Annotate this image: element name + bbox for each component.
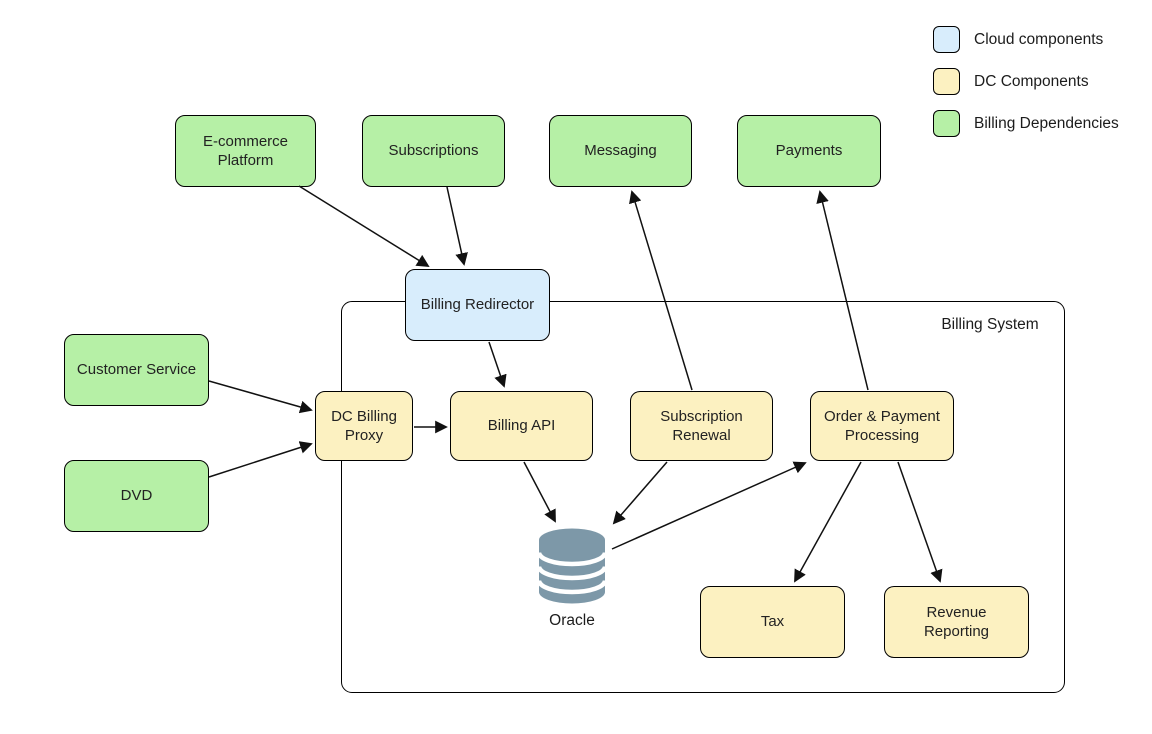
node-customer-service: Customer Service [64,334,209,406]
node-subscriptions: Subscriptions [362,115,505,187]
node-order-payment-processing: Order & Payment Processing [810,391,954,461]
dc-color-swatch [933,68,960,95]
arrow-customer-service-to-proxy [208,380,313,414]
node-label: DVD [120,487,153,505]
legend-item-billing-dependencies: Billing Dependencies [933,110,1119,137]
arrow-dvd-to-proxy [208,441,313,478]
node-label: Revenue Reporting [923,603,990,641]
node-ecommerce-platform: E-commerce Platform [175,115,316,187]
node-label: Order & Payment Processing [824,407,940,445]
arrow-ecommerce-to-redirector [298,185,430,268]
node-billing-api: Billing API [450,391,593,461]
node-payments: Payments [737,115,881,187]
node-dvd: DVD [64,460,209,532]
legend-label: Billing Dependencies [974,114,1119,132]
legend-label: DC Components [974,72,1089,90]
node-label: Billing Redirector [420,296,535,314]
oracle-database-label: Oracle [549,612,595,629]
node-label: Subscriptions [388,142,479,160]
cloud-color-swatch [933,26,960,53]
billing-system-label: Billing System [941,316,1039,333]
node-label: Customer Service [76,361,197,379]
node-label: DC Billing Proxy [331,407,397,445]
node-label: Subscription Renewal [660,407,743,445]
legend-label: Cloud components [974,30,1104,48]
node-messaging: Messaging [549,115,692,187]
node-dc-billing-proxy: DC Billing Proxy [315,391,413,461]
node-tax: Tax [700,586,845,658]
node-label: Messaging [584,142,657,160]
node-label: Payments [775,142,843,160]
node-revenue-reporting: Revenue Reporting [884,586,1029,658]
node-label: Tax [760,613,785,631]
legend-item-cloud: Cloud components [933,26,1119,53]
billing-dependencies-color-swatch [933,110,960,137]
legend-item-dc: DC Components [933,68,1119,95]
node-label: E-commerce Platform [202,132,288,170]
arrow-subscriptions-to-redirector [446,186,468,266]
billing-system-container [341,301,1065,693]
legend: Cloud components DC Components Billing D… [933,26,1119,152]
node-billing-redirector: Billing Redirector [405,269,550,341]
node-label: Billing API [487,417,556,435]
node-subscription-renewal: Subscription Renewal [630,391,773,461]
